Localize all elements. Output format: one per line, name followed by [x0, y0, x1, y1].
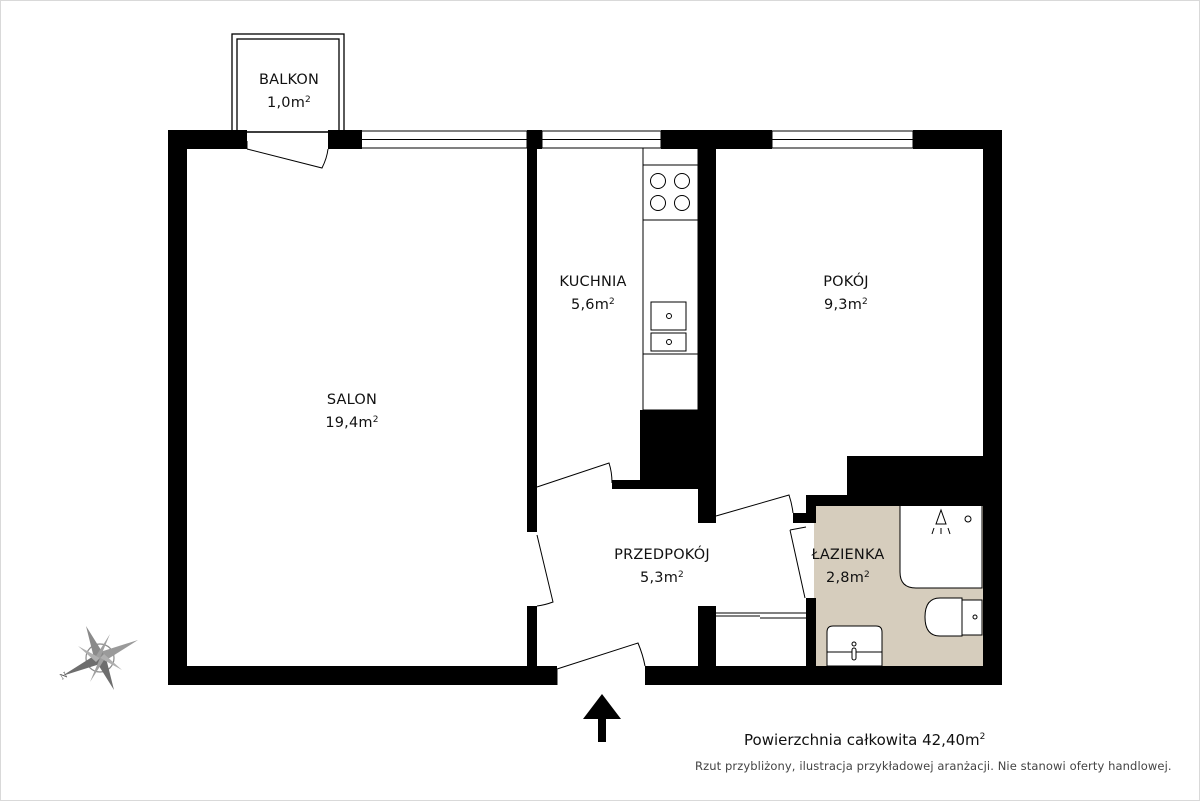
room-area: 2,8m2	[826, 570, 870, 586]
walls	[168, 130, 1002, 685]
room-name: POKÓJ	[823, 274, 869, 290]
disclaimer: Rzut przybliżony, ilustracja przykładowe…	[695, 759, 1172, 773]
salon-door	[536, 534, 554, 607]
room-label-pokoj: POKÓJ 9,3m2	[823, 272, 869, 315]
room-label-lazienka: ŁAZIENKA 2,8m2	[811, 545, 884, 588]
kitchen-sink-icon	[650, 301, 687, 352]
entrance-door	[556, 642, 646, 685]
room-label-przedpokoj: PRZEDPOKÓJ 5,3m2	[614, 545, 710, 588]
sink-icon	[826, 625, 883, 667]
room-name: ŁAZIENKA	[811, 547, 885, 563]
room-area: 5,6m2	[571, 297, 615, 313]
stove-icon	[650, 173, 690, 211]
balcony-door	[246, 141, 329, 169]
compass-icon: N	[59, 626, 138, 690]
bathroom-door	[789, 526, 807, 599]
room-area: 9,3m2	[824, 297, 868, 313]
svg-text:N: N	[59, 670, 70, 681]
total-area: Powierzchnia całkowita 42,40m2	[744, 731, 986, 749]
kitchen-door	[536, 462, 613, 488]
closet-door	[716, 612, 806, 619]
room-label-salon: SALON 19,4m2	[325, 390, 378, 433]
room-name: KUCHNIA	[559, 274, 627, 290]
doors	[246, 141, 807, 685]
shower-icon	[931, 508, 972, 535]
room-name: PRZEDPOKÓJ	[614, 547, 710, 563]
room-name: SALON	[326, 392, 378, 408]
entrance-arrow-icon	[583, 694, 621, 742]
balcony	[231, 33, 345, 133]
room-name: BALKON	[258, 72, 320, 88]
kitchen-counter	[642, 147, 699, 411]
room-area: 19,4m2	[325, 415, 379, 431]
shower	[899, 504, 983, 589]
room-area: 1,0m2	[267, 95, 311, 111]
room-label-kuchnia: KUCHNIA 5,6m2	[559, 272, 626, 315]
windows	[360, 130, 914, 149]
room-door	[715, 494, 794, 517]
room-area: 5,3m2	[640, 570, 684, 586]
toilet-icon	[924, 597, 983, 637]
room-label-balkon: BALKON 1,0m2	[259, 70, 319, 113]
